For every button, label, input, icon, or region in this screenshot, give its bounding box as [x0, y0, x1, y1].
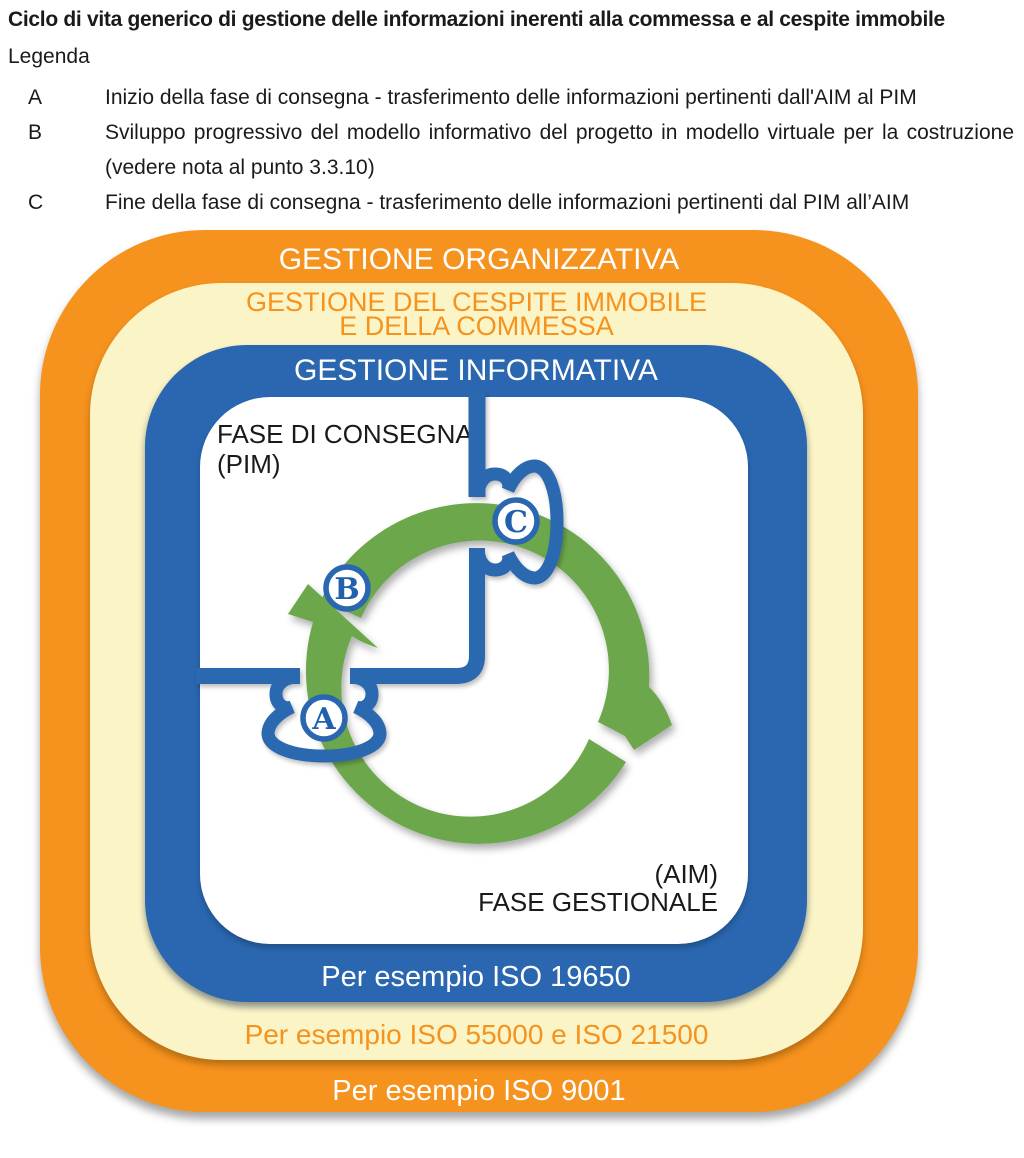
blue-connector-path [196, 392, 564, 763]
label-gestione-informativa: GESTIONE INFORMATIVA [294, 354, 658, 387]
legend-key-c: C [28, 191, 44, 214]
legend-key-a: A [28, 86, 43, 109]
label-operational-phase-line2: FASE GESTIONALE [478, 887, 718, 917]
legend-text-c: Fine della fase di consegna - trasferime… [105, 191, 910, 214]
label-operational-phase: (AIM) FASE GESTIONALE [418, 860, 718, 916]
label-iso-19650: Per esempio ISO 19650 [321, 961, 631, 993]
marker-c: C [492, 497, 540, 545]
label-iso-9001: Per esempio ISO 9001 [332, 1075, 626, 1107]
legend-text-b: Sviluppo progressivo del modello informa… [105, 121, 1014, 179]
label-delivery-phase: FASE DI CONSEGNA (PIM) [217, 419, 473, 479]
marker-c-label: C [504, 505, 528, 540]
marker-a: A [300, 694, 348, 742]
legend-text-a: Inizio della fase di consegna - trasferi… [105, 86, 917, 109]
label-iso-55000-21500: Per esempio ISO 55000 e ISO 21500 [244, 1019, 709, 1050]
marker-b: B [323, 564, 371, 612]
legend-heading: Legenda [8, 45, 90, 68]
label-gestione-cespite: GESTIONE DEL CESPITE IMMOBILE E DELLA CO… [90, 287, 863, 341]
figure-title: Ciclo di vita generico di gestione delle… [8, 8, 945, 31]
marker-a-circle [300, 694, 348, 742]
marker-c-circle [492, 497, 540, 545]
marker-a-label: A [311, 702, 336, 737]
connector-loop-a-icon [261, 670, 387, 763]
label-gestione-organizzativa: GESTIONE ORGANIZZATIVA [278, 243, 680, 276]
cycle-arc-delivery-to-operational-icon [321, 503, 672, 750]
connector-mid-elbow [350, 548, 485, 684]
marker-b-circle [323, 564, 371, 612]
label-delivery-phase-line2: (PIM) [217, 449, 281, 479]
cycle-arc-operational-to-delivery-icon [288, 584, 626, 844]
label-operational-phase-line1: (AIM) [654, 859, 718, 889]
connector-loop-c-icon [471, 459, 564, 585]
label-delivery-phase-line1: FASE DI CONSEGNA [217, 419, 473, 449]
green-cycle-arrows-icon [288, 503, 672, 844]
label-gestione-cespite-line2: E DELLA COMMESSA [339, 311, 614, 341]
marker-b-label: B [334, 572, 359, 607]
legend-key-b: B [28, 121, 43, 144]
label-gestione-cespite-line1: GESTIONE DEL CESPITE IMMOBILE [245, 287, 708, 317]
